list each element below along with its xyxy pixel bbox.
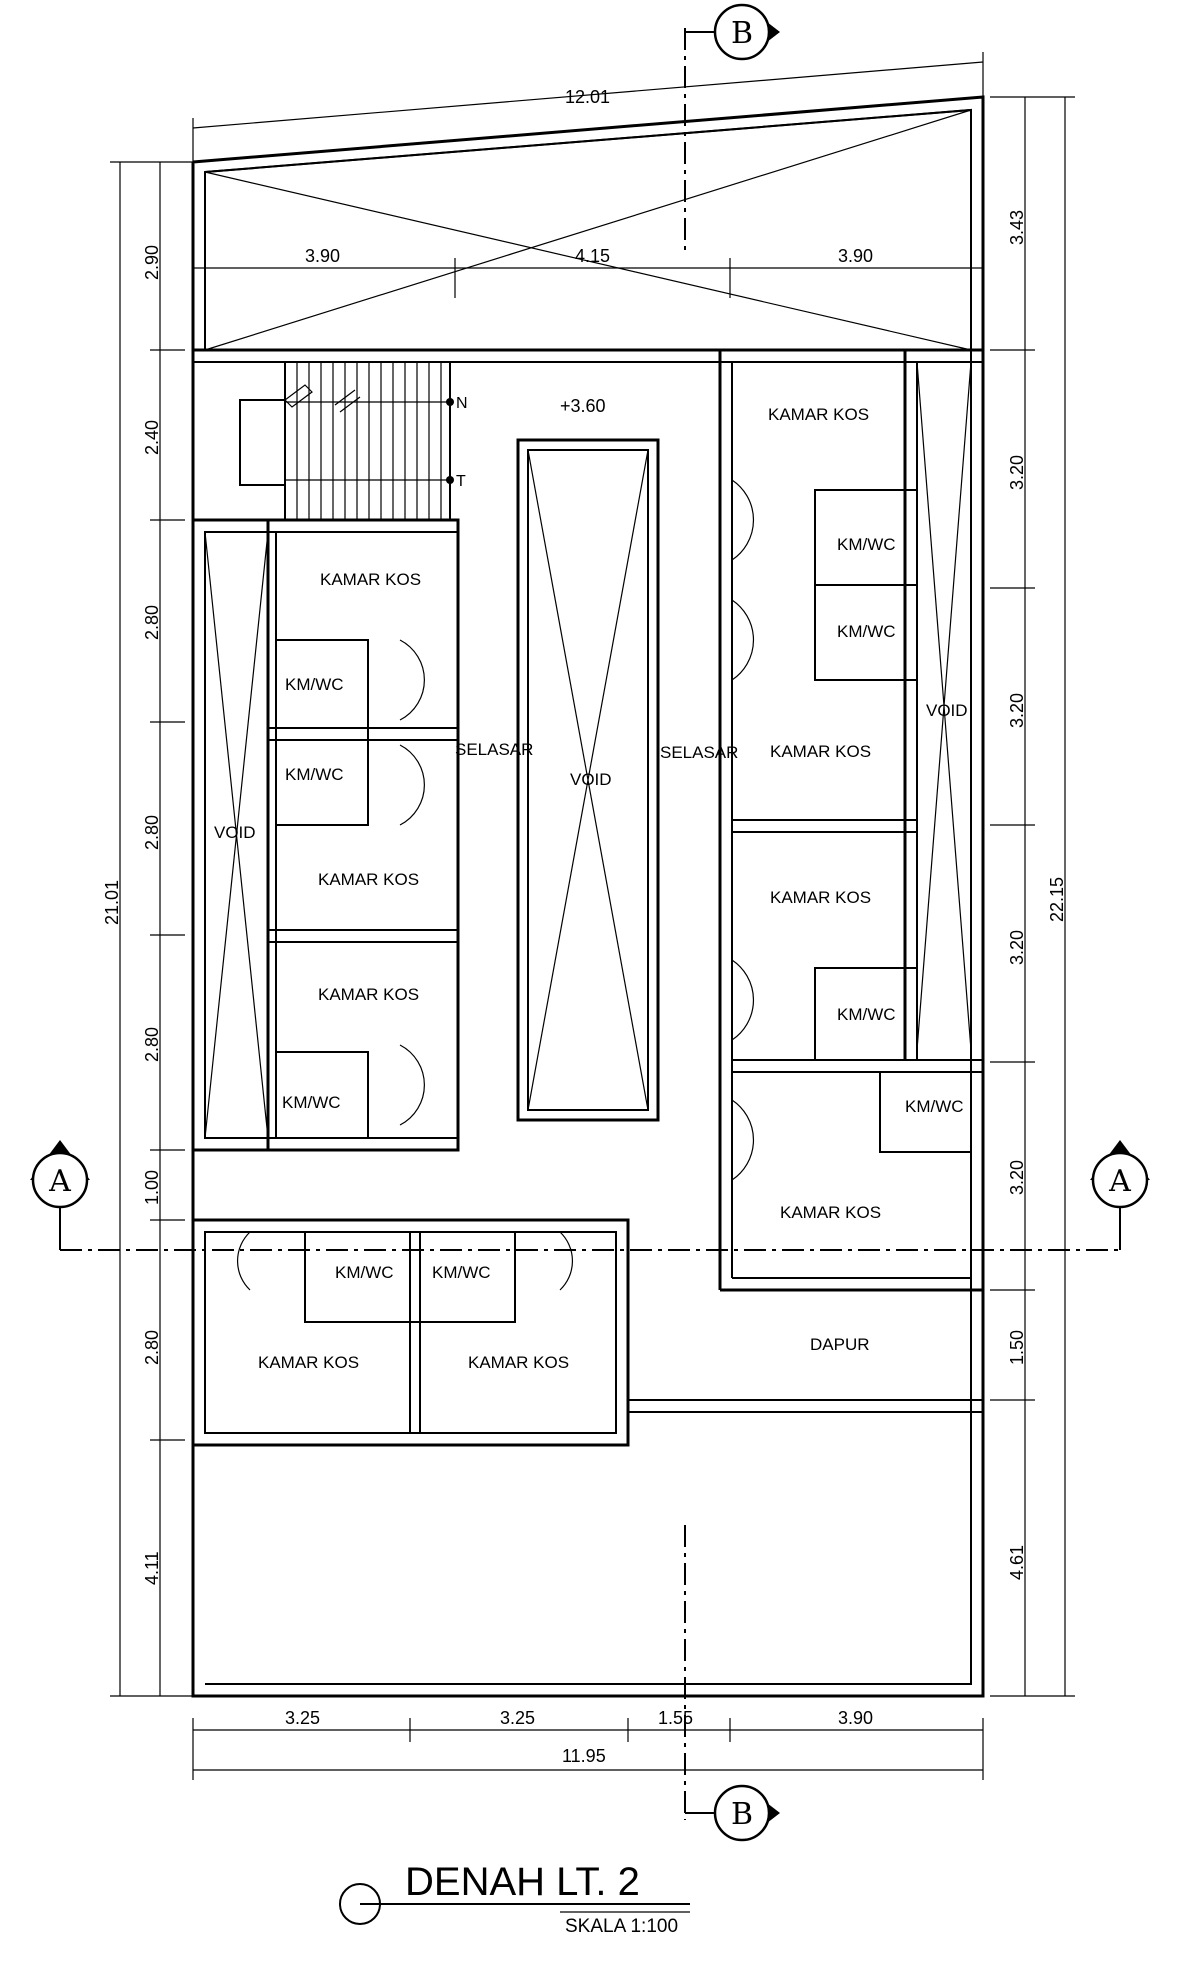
dim-left-seg: 4.11 xyxy=(142,1551,162,1585)
dim-top-seg: 3.90 xyxy=(838,246,873,266)
dim-bottom-seg: 1.55 xyxy=(658,1708,693,1728)
bathroom-label: KM/WC xyxy=(432,1263,491,1282)
room-label: KAMAR KOS xyxy=(318,985,419,1004)
section-label-b: B xyxy=(731,1797,753,1832)
left-room-block xyxy=(191,518,460,1152)
dim-left-seg: 2.80 xyxy=(142,1027,162,1062)
section-marker-b-top: B xyxy=(685,3,780,61)
void-label: VOID xyxy=(926,701,968,720)
corridor-label: SELASAR xyxy=(660,743,738,762)
dim-top-overall: 12.01 xyxy=(565,87,610,107)
room-label: KAMAR KOS xyxy=(320,570,421,589)
corridor-label: SELASAR xyxy=(455,740,533,759)
dim-left-seg: 2.80 xyxy=(142,1330,162,1365)
top-void-area xyxy=(204,108,972,351)
void-label: VOID xyxy=(570,770,612,789)
dim-left-seg: 2.80 xyxy=(142,605,162,640)
room-label: KAMAR KOS xyxy=(318,870,419,889)
bathroom-label: KM/WC xyxy=(837,622,896,641)
drawing-scale: SKALA 1:100 xyxy=(565,1916,678,1937)
room-labels: KAMAR KOS KAMAR KOS KAMAR KOS KAMAR KOS … xyxy=(214,405,968,1372)
void-label: VOID xyxy=(214,823,256,842)
bathroom-label: KM/WC xyxy=(282,1093,341,1112)
dim-top-seg: 3.90 xyxy=(305,246,340,266)
dim-bottom-seg: 3.90 xyxy=(838,1708,873,1728)
dimension-texts: 12.01 3.90 4.15 3.90 3.25 3.25 1.55 3.90… xyxy=(102,87,1067,1766)
section-marker-b-bottom: B xyxy=(685,1784,780,1842)
dim-top-seg: 4.15 xyxy=(575,246,610,266)
dim-left-seg: 2.40 xyxy=(142,420,162,455)
section-marker-a-left: A xyxy=(30,1140,90,1250)
dim-right-seg: 3.20 xyxy=(1007,1160,1027,1195)
dim-right-seg: 3.43 xyxy=(1007,210,1027,245)
stair-up-label: N xyxy=(456,395,468,412)
dimension-lines xyxy=(110,52,1075,1780)
room-label: KAMAR KOS xyxy=(770,742,871,761)
bathroom-label: KM/WC xyxy=(335,1263,394,1282)
dim-bottom-seg: 3.25 xyxy=(285,1708,320,1728)
dim-right-seg: 3.20 xyxy=(1007,930,1027,965)
section-label-a: A xyxy=(48,1164,71,1199)
room-label: KAMAR KOS xyxy=(770,888,871,907)
lower-left-rooms xyxy=(191,1218,983,1447)
room-label: KAMAR KOS xyxy=(768,405,869,424)
dim-left-seg: 2.90 xyxy=(142,245,162,280)
section-marker-a-right: A xyxy=(1090,1140,1150,1250)
central-void xyxy=(516,438,660,1122)
room-label: KAMAR KOS xyxy=(780,1203,881,1222)
section-label-b: B xyxy=(731,16,753,51)
bathroom-label: KM/WC xyxy=(905,1097,964,1116)
dim-left-seg: 1.00 xyxy=(142,1170,162,1205)
room-label: KAMAR KOS xyxy=(258,1353,359,1372)
bathroom-label: KM/WC xyxy=(285,765,344,784)
dim-right-seg: 1.50 xyxy=(1007,1330,1027,1365)
right-room-block xyxy=(718,350,983,1292)
dim-bottom-overall: 11.95 xyxy=(562,1746,606,1766)
dim-bottom-seg: 3.25 xyxy=(500,1708,535,1728)
bathroom-label: KM/WC xyxy=(837,1005,896,1024)
section-lines xyxy=(60,28,1120,1820)
dim-right-seg: 4.61 xyxy=(1007,1545,1027,1580)
bathroom-label: KM/WC xyxy=(285,675,344,694)
room-label: KAMAR KOS xyxy=(468,1353,569,1372)
section-label-a: A xyxy=(1108,1164,1131,1199)
elevation-label: +3.60 xyxy=(560,396,606,416)
dim-right-seg: 3.20 xyxy=(1007,455,1027,490)
bathroom-label: KM/WC xyxy=(837,535,896,554)
dim-left-seg: 2.80 xyxy=(142,815,162,850)
dim-right-overall: 22.15 xyxy=(1047,877,1067,922)
kitchen-label: DAPUR xyxy=(810,1335,870,1354)
dim-right-seg: 3.20 xyxy=(1007,693,1027,728)
stair-down-label: T xyxy=(456,473,466,490)
staircase: N T xyxy=(239,362,468,520)
title-block: DENAH LT. 2 SKALA 1:100 xyxy=(339,1860,690,1937)
dim-left-overall: 21.01 xyxy=(102,880,122,925)
drawing-title: DENAH LT. 2 xyxy=(405,1860,640,1904)
